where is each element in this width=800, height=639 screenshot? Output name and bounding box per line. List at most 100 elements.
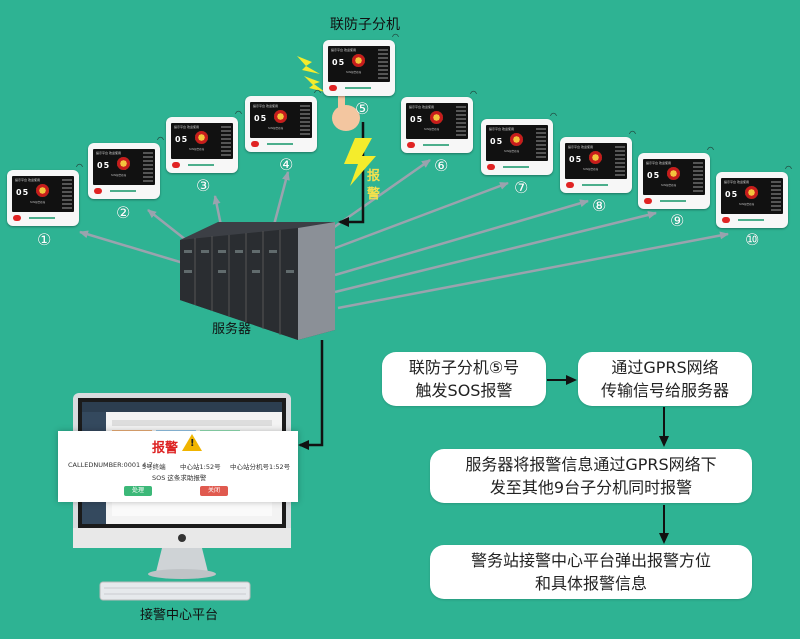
sos-button[interactable]	[644, 198, 652, 204]
flow-step-3-line2: 发至其他9台子分机同时报警	[489, 478, 693, 497]
popup-subtitle: SOS 这条求助报警	[152, 474, 207, 482]
terminal-footer-bar	[738, 219, 764, 221]
terminal-label-10: ⑩	[745, 230, 760, 249]
screen-number: 05	[332, 58, 346, 67]
sos-button[interactable]	[172, 162, 180, 168]
terminal-footer-bar	[110, 190, 136, 192]
screen-list	[615, 146, 625, 176]
screen-number: 05	[725, 190, 739, 199]
screen-header: 提示平台 欢迎使用	[489, 127, 514, 131]
wifi-icon: ◠	[314, 88, 321, 97]
screen-caption: SOS报警终端	[346, 71, 362, 74]
terminal-9: 提示平台 欢迎使用 05 SOS报警终端 ◠	[638, 145, 714, 209]
terminal-label-8: ⑧	[592, 196, 607, 215]
screen-list	[300, 105, 310, 135]
warning-icon: !	[182, 434, 202, 451]
wifi-icon: ◠	[785, 164, 792, 173]
police-emblem-icon	[352, 54, 365, 67]
alarm-popup: 报警 ! CALLEDNUMBER:0001 4:7 5号终端 中心站1:52号…	[58, 431, 298, 502]
sos-button[interactable]	[407, 142, 415, 148]
terminal-footer-bar	[582, 184, 608, 186]
terminal-8: 提示平台 欢迎使用 05 SOS报警终端 ◠	[560, 129, 636, 193]
popup-field-caller: CALLEDNUMBER:0001 4:7	[68, 461, 153, 469]
popup-handle-button[interactable]: 处理	[124, 486, 152, 496]
screen-list	[221, 126, 231, 156]
terminal-footer-bar	[29, 217, 55, 219]
sos-button[interactable]	[329, 85, 337, 91]
wifi-icon: ◠	[550, 111, 557, 120]
screen-header: 提示平台 欢迎使用	[253, 104, 278, 108]
terminal-4: 提示平台 欢迎使用 05 SOS报警终端 ◠	[245, 88, 321, 152]
screen-header: 提示平台 欢迎使用	[96, 151, 121, 155]
sos-button[interactable]	[487, 164, 495, 170]
police-emblem-icon	[430, 111, 443, 124]
terminal-footer-bar	[660, 200, 686, 202]
alarm-vertical-label: 报警	[367, 169, 381, 202]
terminal-1: 提示平台 欢迎使用 05 SOS报警终端 ◠	[7, 162, 83, 226]
screen-header: 提示平台 欢迎使用	[331, 48, 356, 52]
screen-header: 提示平台 欢迎使用	[15, 178, 40, 182]
warning-glyph: !	[190, 438, 195, 449]
terminal-screen: 提示平台 欢迎使用 05 SOS报警终端	[12, 176, 74, 212]
server-rack	[180, 222, 335, 340]
flow-step-4: 警务站接警中心平台弹出报警方位 和具体报警信息	[430, 545, 752, 599]
server-label: 服务器	[212, 322, 252, 337]
sos-button[interactable]	[94, 188, 102, 194]
terminal-label-6: ⑥	[434, 156, 449, 175]
screen-list	[378, 49, 388, 79]
screen-caption: SOS报警终端	[268, 127, 284, 130]
screen-header: 提示平台 欢迎使用	[724, 180, 749, 184]
arrow-server-to-center	[298, 340, 324, 450]
arrow-to-terminal-7	[329, 181, 509, 252]
terminal-label-5: ⑤	[355, 99, 370, 118]
screen-header: 提示平台 欢迎使用	[409, 105, 434, 109]
signal-spark-icon-2	[304, 76, 325, 92]
popup-close-button[interactable]: 关闭	[200, 486, 228, 496]
terminal-footer-bar	[267, 143, 293, 145]
terminal-footer-bar	[345, 87, 371, 89]
terminal-footer-bar	[188, 164, 214, 166]
apple-logo-icon	[178, 534, 186, 542]
popup-field-terminal: 5号终端	[142, 463, 166, 471]
terminal-5: 提示平台 欢迎使用 05 SOS报警终端 ◠	[323, 32, 399, 96]
screen-number: 05	[647, 171, 661, 180]
flow-step-2-line1: 通过GPRS网络	[611, 358, 719, 377]
sos-button[interactable]	[722, 217, 730, 223]
screen-list	[693, 162, 703, 192]
police-emblem-icon	[745, 186, 758, 199]
police-emblem-icon	[667, 167, 680, 180]
screen-list	[536, 128, 546, 158]
police-emblem-icon	[36, 184, 49, 197]
terminal-screen: 提示平台 欢迎使用 05 SOS报警终端	[721, 178, 783, 214]
sos-button[interactable]	[13, 215, 21, 221]
screen-list	[771, 181, 781, 211]
screen-caption: SOS报警终端	[30, 201, 46, 204]
sos-button[interactable]	[251, 141, 259, 147]
lightning-icon	[344, 138, 376, 186]
police-emblem-icon	[117, 157, 130, 170]
wifi-icon: ◠	[392, 32, 399, 41]
screen-number: 05	[410, 115, 424, 124]
terminal-footer-bar	[423, 144, 449, 146]
flow-step-3-line1: 服务器将报警信息通过GPRS网络下	[465, 455, 717, 474]
flow-step-4-line2: 和具体报警信息	[534, 574, 647, 593]
screen-caption: SOS报警终端	[111, 174, 127, 177]
screen-list	[62, 179, 72, 209]
screen-header: 提示平台 欢迎使用	[646, 161, 671, 165]
terminal-2: 提示平台 欢迎使用 05 SOS报警终端 ◠	[88, 135, 164, 199]
popup-field-station: 中心站1:52号	[180, 463, 221, 471]
wifi-icon: ◠	[629, 129, 636, 138]
terminal-label-7: ⑦	[514, 178, 529, 197]
police-emblem-icon	[510, 133, 523, 146]
screen-caption: SOS报警终端	[424, 128, 440, 131]
screen-list	[456, 106, 466, 136]
terminal-screen: 提示平台 欢迎使用 05 SOS报警终端	[250, 102, 312, 138]
sos-button[interactable]	[566, 182, 574, 188]
flow-step-2-line2: 传输信号给服务器	[600, 381, 729, 400]
screen-list	[143, 152, 153, 182]
center-platform-label: 接警中心平台	[140, 608, 219, 623]
terminal-screen: 提示平台 欢迎使用 05 SOS报警终端	[643, 159, 705, 195]
screen-caption: SOS报警终端	[739, 203, 755, 206]
flow-step-2: 通过GPRS网络 传输信号给服务器	[578, 352, 752, 406]
screen-caption: SOS报警终端	[189, 148, 205, 151]
